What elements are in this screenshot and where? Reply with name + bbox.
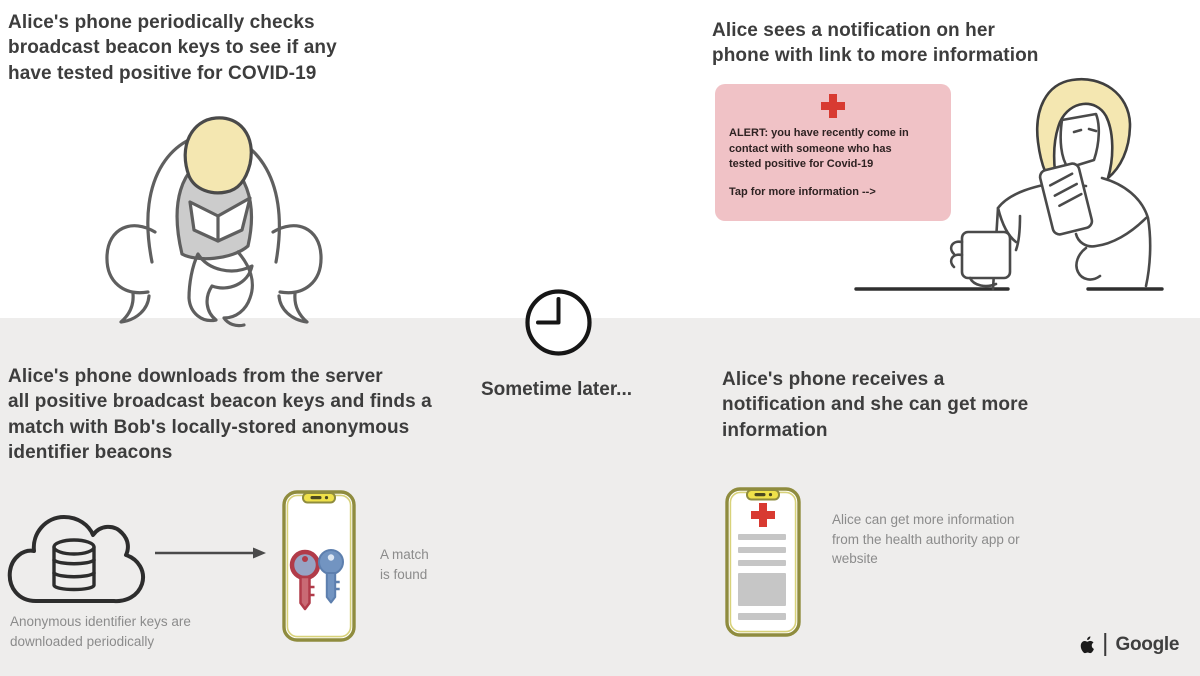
- legs: [187, 252, 254, 323]
- hair: [183, 116, 253, 195]
- phone-in-hand: [1038, 162, 1094, 236]
- lower-band: [0, 318, 1200, 676]
- thumb: [1014, 214, 1022, 252]
- cloud-database-icon: [7, 515, 145, 604]
- match-phone-illustration: [282, 490, 356, 642]
- step1-heading: Alice's phone periodically checks broadc…: [8, 12, 337, 84]
- exposure-alert-card: ALERT: you have recently come in contact…: [715, 84, 951, 221]
- cloud-caption: Anonymous identifier keys are downloaded…: [10, 614, 191, 649]
- arrow-right-icon: [155, 547, 266, 559]
- content-lines: [738, 534, 786, 620]
- armchair-right-arm: [271, 224, 323, 324]
- match-caption: A match is found: [380, 547, 429, 582]
- mug-base: [968, 276, 998, 288]
- sometime-later-label: Sometime later...: [481, 379, 633, 400]
- eyes: [1072, 127, 1098, 134]
- apple-logo-icon: [1080, 635, 1094, 653]
- mug: [960, 230, 1012, 280]
- step2-heading: Alice sees a notification on her phone w…: [712, 20, 1039, 67]
- info-phone-illustration: [725, 487, 801, 637]
- footer-brand-lockup: | Google: [1078, 629, 1180, 657]
- right-forearm: [1074, 216, 1148, 248]
- google-wordmark: Google: [1115, 633, 1180, 655]
- face: [1059, 112, 1101, 170]
- right-hand: [1075, 246, 1102, 281]
- brand-separator: |: [1102, 629, 1109, 657]
- medical-cross-icon: [751, 503, 775, 527]
- armchair-left-arm: [105, 224, 157, 324]
- clock-icon: [525, 289, 592, 356]
- hair: [1035, 77, 1132, 192]
- step3-heading: Alice's phone downloads from the server …: [8, 366, 432, 463]
- mug-fingers: [949, 240, 964, 269]
- alice-phone-illustration: [854, 77, 1164, 291]
- phone-notch: [302, 492, 336, 504]
- medical-cross-icon: [821, 94, 845, 118]
- info-caption: Alice can get more information from the …: [832, 512, 1020, 567]
- alert-cta: Tap for more information -->: [729, 185, 876, 198]
- phone-notch: [746, 489, 780, 501]
- right-shoulder: [1100, 176, 1152, 288]
- database: [52, 538, 96, 592]
- alice-reading-illustration: [105, 116, 323, 328]
- blue-key-icon: [318, 549, 344, 604]
- step4-heading: Alice's phone receives a notification an…: [722, 369, 1029, 441]
- red-key-icon: [289, 549, 321, 611]
- alert-body: ALERT: you have recently come in contact…: [729, 127, 909, 171]
- left-forearm: [996, 206, 1018, 244]
